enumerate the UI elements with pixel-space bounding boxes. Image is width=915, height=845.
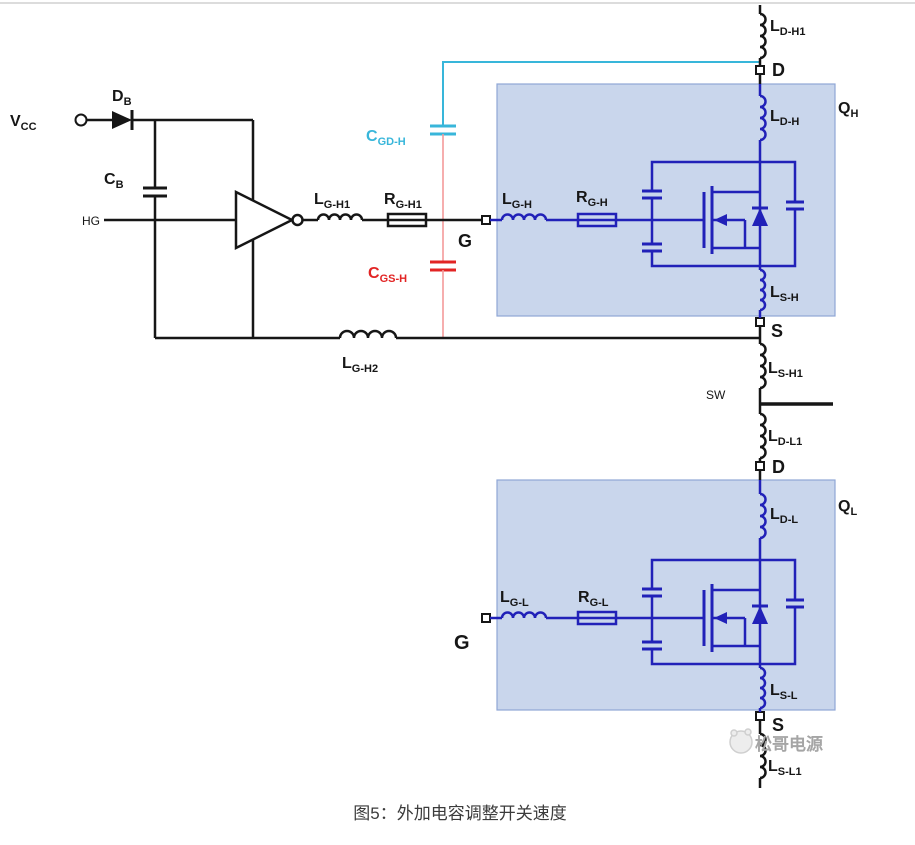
label-rgh: RG-H [576, 189, 608, 209]
label-sw: SW [706, 388, 726, 402]
wire [650, 558, 760, 589]
external-cap-cgsh [430, 134, 456, 338]
label-qh: QH [838, 100, 858, 120]
inductor-ldl1 [759, 412, 767, 460]
label-rgh1: RG-H1 [384, 191, 422, 211]
mosfet-body-arrow [714, 612, 727, 624]
wire [442, 61, 760, 126]
wire [650, 649, 760, 666]
label-lsh1: LS-H1 [768, 360, 803, 380]
label-s-high: S [771, 321, 783, 341]
label-lgh: LG-H [502, 191, 532, 211]
inductor-lsh1 [759, 342, 767, 390]
diode-triangle [112, 111, 132, 129]
inductor-lgh1 [316, 213, 364, 221]
inductor-ldh1 [759, 12, 767, 60]
inductor-ldl [759, 492, 767, 540]
label-ldl: LD-L [770, 506, 798, 526]
label-lsh: LS-H [770, 284, 799, 304]
wire [650, 251, 760, 268]
inductor-lgh2 [338, 329, 398, 339]
resistor-rgh [576, 212, 618, 228]
label-ldh1: LD-H1 [770, 18, 805, 38]
wire [760, 607, 797, 666]
watermark-logo [729, 730, 753, 754]
source-terminal-high [755, 317, 765, 327]
body-diode-triangle [752, 208, 768, 226]
gate-driver-section [74, 110, 760, 340]
label-vcc: VCC [10, 113, 37, 133]
watermark-text: 松哥电源 [755, 734, 823, 754]
mosfet-ql [481, 480, 804, 712]
label-lsl: LS-L [770, 682, 798, 702]
label-db: DB [112, 88, 132, 108]
inverter-triangle [234, 189, 295, 251]
label-s-low: S [772, 715, 784, 735]
label-ql: QL [838, 498, 857, 518]
inductor-lgh [500, 213, 548, 221]
label-hg: HG [82, 214, 100, 228]
label-lgh1: LG-H1 [314, 191, 350, 211]
gate-terminal-low [481, 613, 491, 623]
label-ldl1: LD-L1 [768, 428, 802, 448]
label-lsl1: LS-L1 [768, 758, 802, 778]
parasitic-caps-left [642, 160, 760, 268]
source-terminal-low [755, 711, 765, 721]
driver-inverter [234, 189, 304, 251]
label-cb: CB [104, 171, 124, 191]
watermark-logo-ear [744, 728, 752, 736]
inductor-ldh [759, 94, 767, 142]
bootstrap-diode-db [112, 110, 134, 130]
ql-boundary-box [496, 479, 836, 711]
watermark-logo-ear [730, 729, 738, 737]
inverter-bubble [291, 213, 304, 227]
label-g-high: G [458, 231, 472, 251]
mosfet-body-arrow [714, 214, 727, 226]
bootstrap-cap-cb [143, 120, 167, 338]
label-rgl: RG-L [578, 589, 609, 609]
resistor-rgh1 [386, 212, 428, 228]
parasitic-caps-left [642, 558, 760, 666]
label-g-low: G [454, 632, 470, 654]
body-diode-triangle [752, 606, 768, 624]
low-side-power-path [755, 412, 767, 788]
qh-boundary-box [496, 83, 836, 317]
drain-terminal-high [755, 65, 765, 75]
wire [650, 160, 760, 191]
label-cgdh: CGD-H [366, 128, 406, 148]
label-cgsh: CGS-H [368, 265, 407, 285]
resistor-rgl [576, 610, 618, 626]
label-ldh: LD-H [770, 108, 799, 128]
drain-terminal-low [755, 461, 765, 471]
inductor-lsl1 [759, 732, 767, 780]
inductor-lsl [759, 666, 767, 710]
wire [760, 160, 797, 202]
inductor-lsh [759, 268, 767, 312]
high-side-power-path [755, 5, 833, 414]
watermark: 松哥电源 [729, 728, 823, 754]
gate-terminal-high [481, 215, 491, 225]
label-lgl: LG-L [500, 589, 529, 609]
inductor-lgl [500, 611, 548, 619]
parasitic-cap-right [760, 558, 804, 666]
figure-caption: 图5：外加电容调整开关速度 [353, 804, 566, 823]
label-d-high: D [772, 60, 785, 80]
parasitic-cap-right [760, 160, 804, 268]
label-d-low: D [772, 457, 785, 477]
vcc-terminal [74, 113, 88, 127]
label-lgh2: LG-H2 [342, 355, 378, 375]
wire [760, 209, 797, 268]
wire [760, 558, 797, 600]
mosfet-qh [490, 84, 804, 318]
